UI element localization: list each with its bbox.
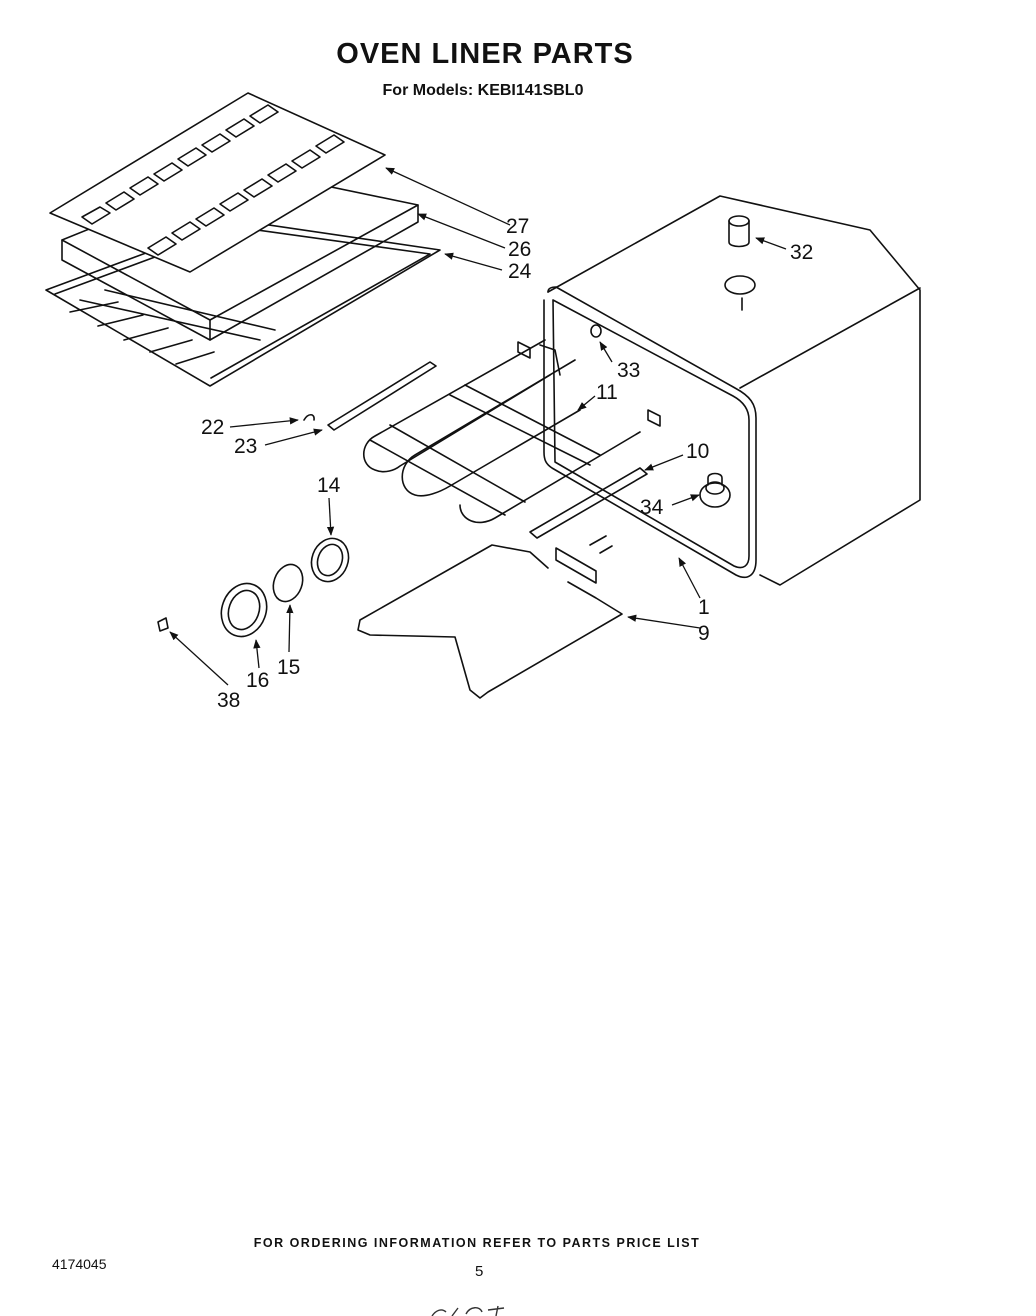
callout-22: 22 <box>201 416 224 439</box>
leader-23 <box>264 428 323 446</box>
bracket-part-23 <box>327 361 437 431</box>
clip-part-22 <box>303 413 315 421</box>
leader-11 <box>577 395 596 411</box>
leader-26 <box>417 213 506 249</box>
callout-10: 10 <box>686 440 709 463</box>
leader-32 <box>755 237 787 250</box>
lens-part-15 <box>272 563 304 603</box>
leader-27 <box>385 167 511 226</box>
leader-34 <box>671 494 700 506</box>
leader-10 <box>644 454 684 471</box>
callout-24: 24 <box>508 260 532 283</box>
leader-16 <box>253 639 261 669</box>
callout-32: 32 <box>790 241 813 264</box>
callout-16: 16 <box>246 669 269 692</box>
leader-38 <box>169 631 229 686</box>
ordering-info-footer: FOR ORDERING INFORMATION REFER TO PARTS … <box>253 1236 701 1250</box>
callout-33: 33 <box>617 359 640 382</box>
leader-15 <box>286 604 294 653</box>
callout-38: 38 <box>217 689 240 712</box>
callout-9: 9 <box>698 622 710 645</box>
oven-liner-part-1 <box>543 195 921 586</box>
callout-34: 34 <box>640 496 664 519</box>
callout-26: 26 <box>508 238 531 261</box>
element-support-part-10 <box>529 467 648 539</box>
gasket-part-14 <box>310 537 350 583</box>
callout-15: 15 <box>277 656 300 679</box>
oven-rack-part-24 <box>45 219 441 387</box>
leader-1 <box>678 557 701 599</box>
bake-element-part-11 <box>362 339 661 524</box>
callout-23: 23 <box>234 435 257 458</box>
vent-tube-part-32 <box>728 215 750 248</box>
lamp-socket-part-34 <box>699 472 731 508</box>
leader-33 <box>599 341 613 363</box>
leader-14 <box>326 497 335 536</box>
lamp-ring-part-16 <box>220 582 268 638</box>
screw-part-38 <box>157 617 169 632</box>
callout-11: 11 <box>596 381 618 404</box>
leader-24 <box>444 252 503 271</box>
callout-27: 27 <box>506 215 529 238</box>
leader-9 <box>627 614 701 629</box>
callout-14: 14 <box>317 474 341 497</box>
page-number: 5 <box>475 1263 484 1280</box>
broiler-grid-part-27 <box>49 92 386 273</box>
leader-22 <box>229 417 299 428</box>
page-title: OVEN LINER PARTS <box>336 38 634 70</box>
broil-element-part-9 <box>357 535 623 699</box>
handwritten-mark <box>431 1305 505 1316</box>
model-subtitle: For Models: KEBI141SBL0 <box>382 82 584 99</box>
document-number: 4174045 <box>52 1256 107 1272</box>
callout-1: 1 <box>698 596 710 619</box>
